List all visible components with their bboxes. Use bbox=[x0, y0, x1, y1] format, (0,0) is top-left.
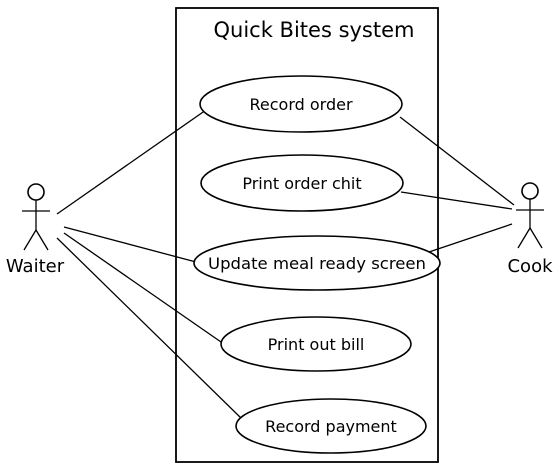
use-case-record-payment-label: Record payment bbox=[265, 417, 397, 436]
waiter-print-bill-link bbox=[63, 232, 222, 343]
waiter-stick-figure-icon bbox=[22, 183, 50, 251]
use-case-update-meal-ready-screen-label: Update meal ready screen bbox=[208, 254, 426, 273]
use-case-print-out-bill: Print out bill bbox=[220, 316, 412, 372]
waiter-record-payment-link bbox=[56, 237, 244, 421]
use-case-record-order-label: Record order bbox=[249, 95, 352, 114]
cook-print-chit-link bbox=[400, 191, 513, 210]
system-boundary bbox=[175, 7, 439, 463]
actor-waiter: Waiter bbox=[6, 183, 65, 277]
associations bbox=[56, 109, 515, 421]
waiter-update-meal-link bbox=[63, 226, 197, 263]
cook-record-order-link bbox=[399, 116, 515, 206]
use-case-print-out-bill-label: Print out bill bbox=[268, 335, 365, 354]
waiter-record-order-link bbox=[56, 109, 207, 215]
cook-update-meal-link bbox=[425, 223, 513, 254]
actor-cook: Cook bbox=[507, 182, 553, 277]
use-case-print-order-chit-label: Print order chit bbox=[242, 174, 361, 193]
use-case-record-order: Record order bbox=[199, 75, 403, 133]
cook-label: Cook bbox=[507, 256, 553, 277]
cook-stick-figure-icon bbox=[516, 182, 544, 249]
waiter-label: Waiter bbox=[6, 256, 65, 277]
use-case-record-payment: Record payment bbox=[235, 398, 427, 454]
use-case-print-order-chit: Print order chit bbox=[200, 154, 404, 212]
system-title: Quick Bites system bbox=[214, 18, 415, 42]
use-case-update-meal-ready-screen: Update meal ready screen bbox=[193, 235, 441, 291]
